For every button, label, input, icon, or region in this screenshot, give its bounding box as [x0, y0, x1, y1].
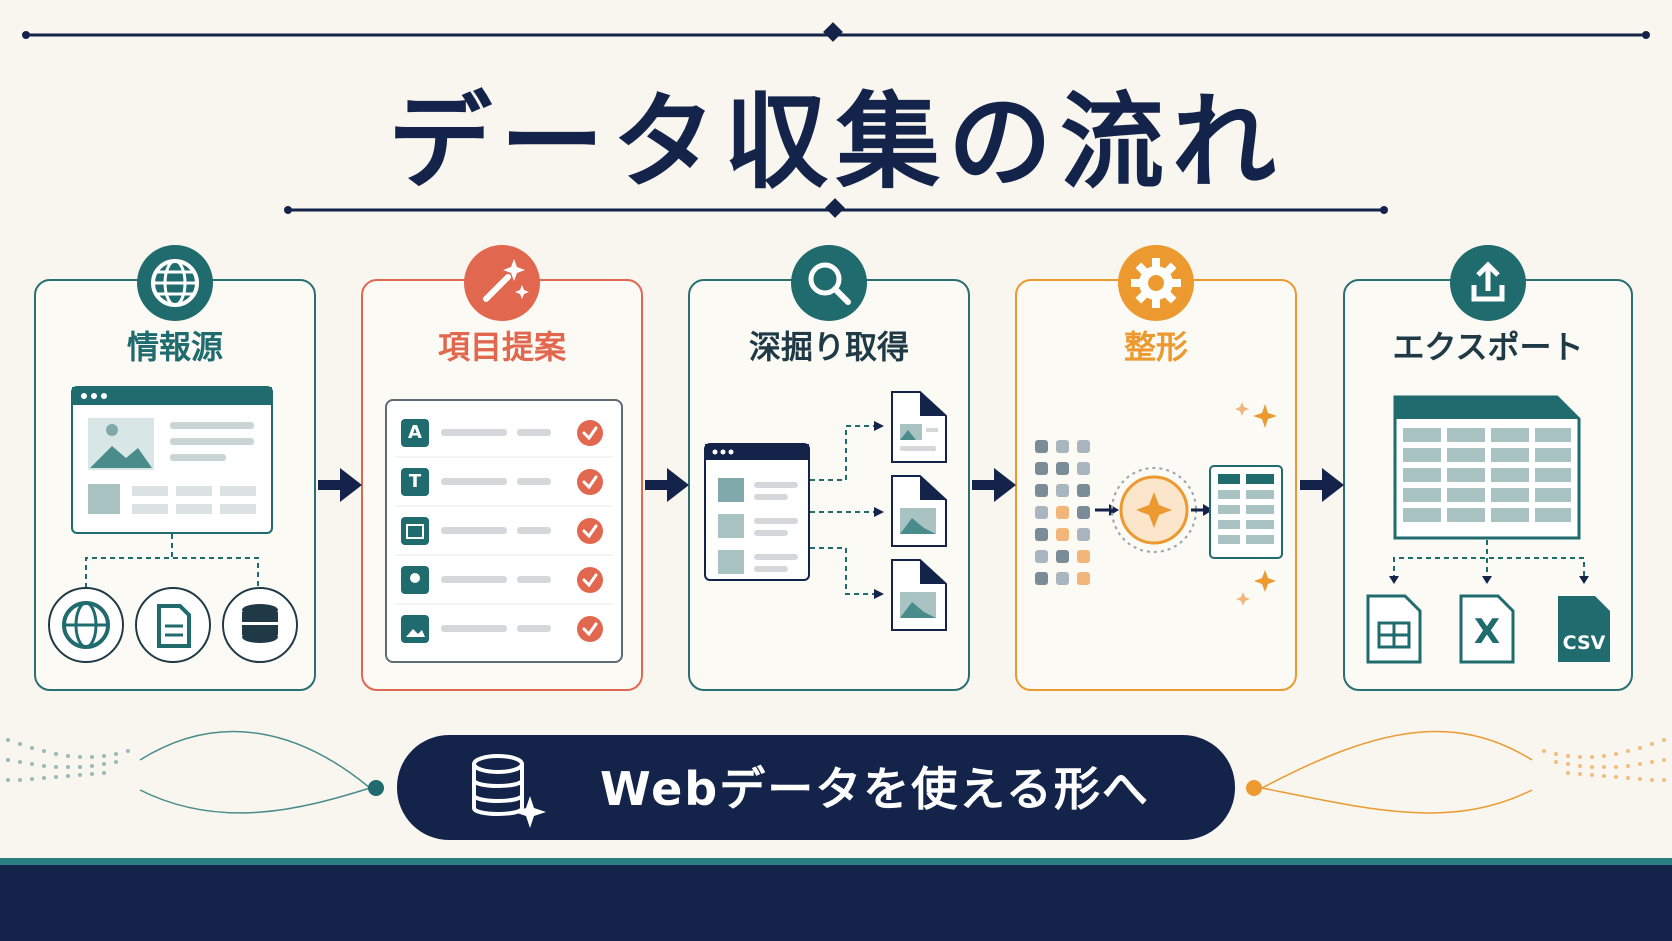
- step-label-export: エクスポート: [1392, 328, 1584, 366]
- field-list: A T: [385, 399, 623, 663]
- summary-banner: [397, 735, 1235, 840]
- csv-file-icon: CSV: [1562, 632, 1606, 654]
- step-label-suggest: 項目提案: [437, 328, 566, 366]
- gear-icon: [1118, 245, 1194, 321]
- search-icon: [791, 245, 867, 321]
- upload-icon: [1450, 245, 1526, 321]
- database-sparkle-icon: [472, 754, 546, 828]
- globe-icon: [137, 245, 213, 321]
- magic-wand-icon: [464, 245, 540, 321]
- step-label-source: 情報源: [126, 328, 223, 366]
- crawl-illustration: [704, 391, 947, 631]
- field-letter-t: T: [408, 471, 422, 492]
- spreadsheet-file-icon: [1366, 594, 1422, 664]
- page-title: データ収集の流れ: [387, 81, 1284, 203]
- footer-bar: [0, 865, 1672, 941]
- footer-accent: [0, 858, 1672, 866]
- step-label-format: 整形: [1123, 328, 1188, 366]
- step-label-crawl: 深掘り取得: [748, 328, 909, 366]
- title-decoration: [22, 22, 1650, 218]
- excel-file-icon: X: [1473, 612, 1501, 652]
- flow-arrows: [318, 468, 1344, 502]
- format-illustration: [1035, 402, 1283, 606]
- field-letter-a: A: [408, 422, 422, 443]
- export-illustration: [1366, 395, 1610, 664]
- source-illustration: [48, 386, 298, 663]
- banner-text: Webデータを使える形へ: [600, 762, 1150, 816]
- wave-decoration: [6, 730, 1666, 814]
